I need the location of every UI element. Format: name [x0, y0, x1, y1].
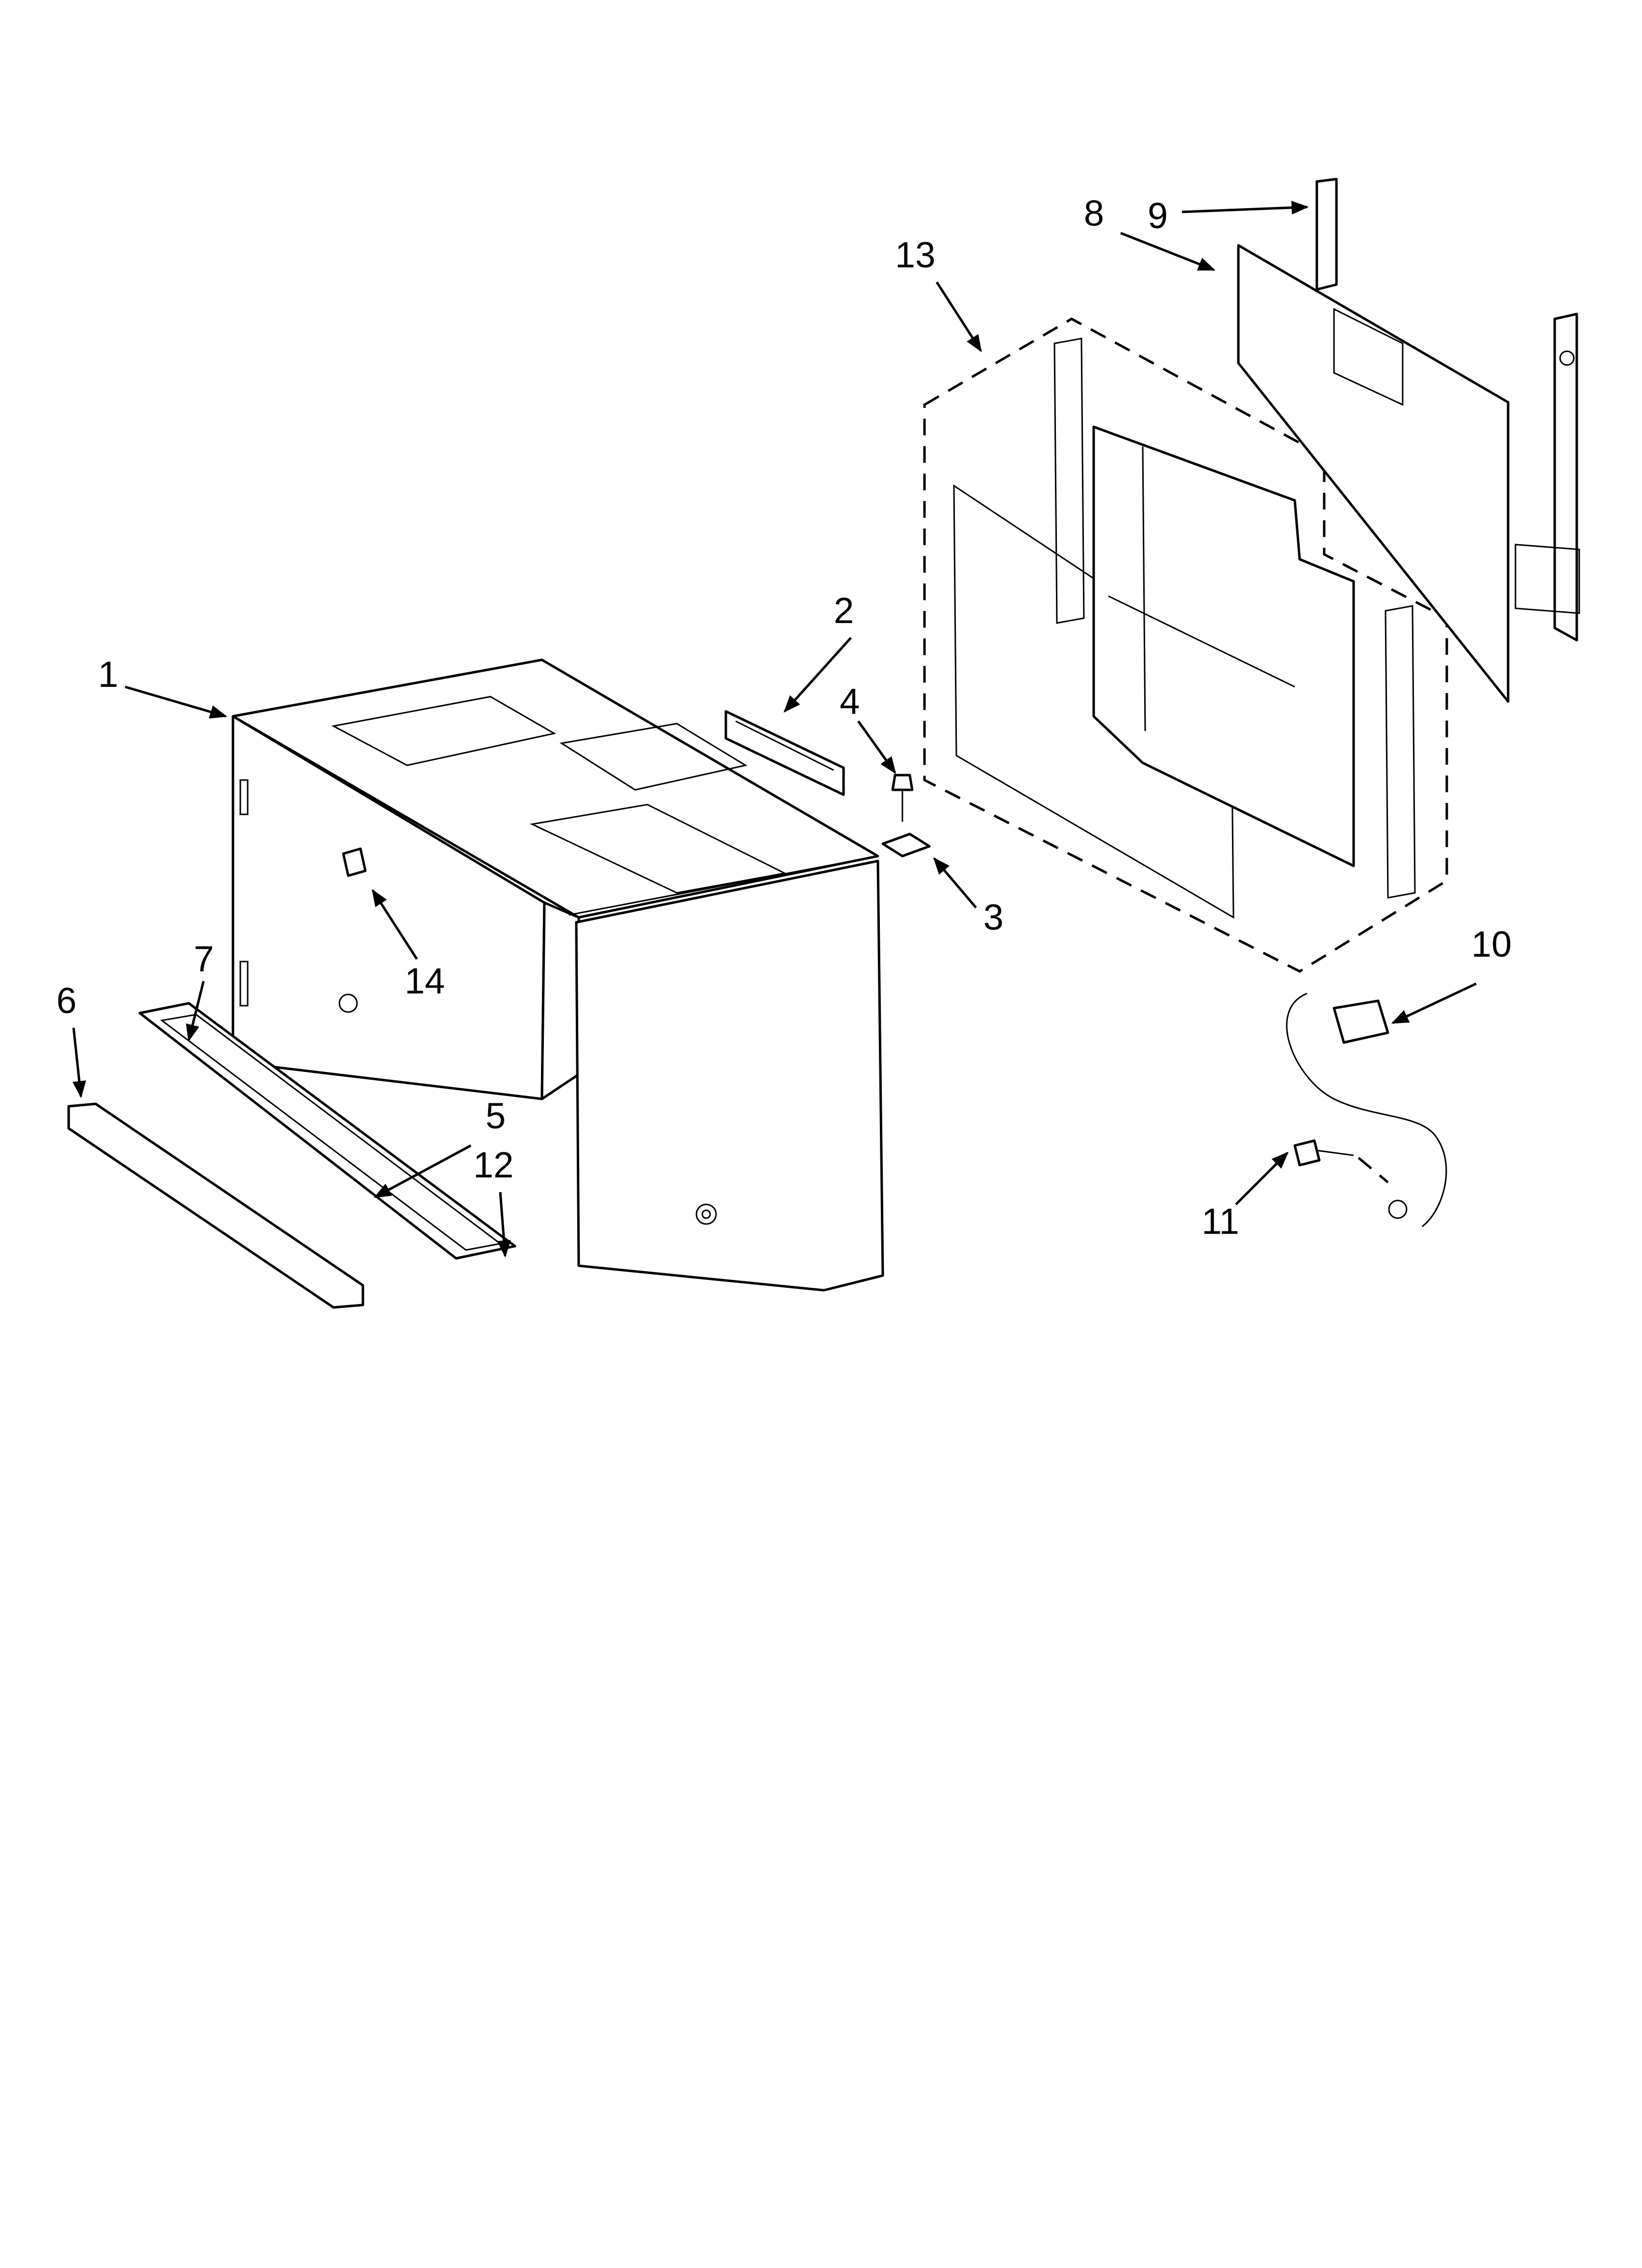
callout-5: 5: [486, 1095, 506, 1136]
callout-12: 12: [473, 1145, 513, 1185]
callout-8: 8: [1084, 193, 1104, 234]
callout-11: 11: [1202, 1201, 1239, 1242]
clip-part-14: [342, 847, 367, 877]
callout-labels: 1 2 3 4 5 6 7 8 9 10 11 12 13 14: [56, 193, 1512, 1242]
callout-9: 9: [1148, 195, 1168, 236]
callout-7: 7: [194, 938, 214, 979]
back-panel-part-8: [1237, 244, 1510, 703]
bracket-part-2: [724, 710, 845, 796]
screw-part-11: [1293, 1139, 1389, 1183]
cabinet-wrapper-part-1: [231, 658, 879, 1100]
callout-14: 14: [405, 961, 445, 1001]
callout-4: 4: [840, 681, 860, 722]
front-trim-part-6: [67, 1102, 364, 1309]
cabinet-front-panel: [568, 855, 884, 1292]
callout-1: 1: [98, 654, 118, 695]
mounting-strap-part-9: [1315, 178, 1580, 642]
wire-harness-part-10: [1286, 992, 1447, 1227]
leader-lines: [72, 201, 1477, 1258]
kit-contents: [953, 338, 1416, 919]
callout-3: 3: [983, 897, 1003, 938]
callout-13: 13: [895, 235, 935, 275]
callout-2: 2: [834, 590, 854, 631]
callout-6: 6: [56, 980, 77, 1021]
screw-part-4: [891, 774, 914, 822]
plate-part-3: [881, 833, 931, 858]
callout-10: 10: [1471, 924, 1512, 965]
